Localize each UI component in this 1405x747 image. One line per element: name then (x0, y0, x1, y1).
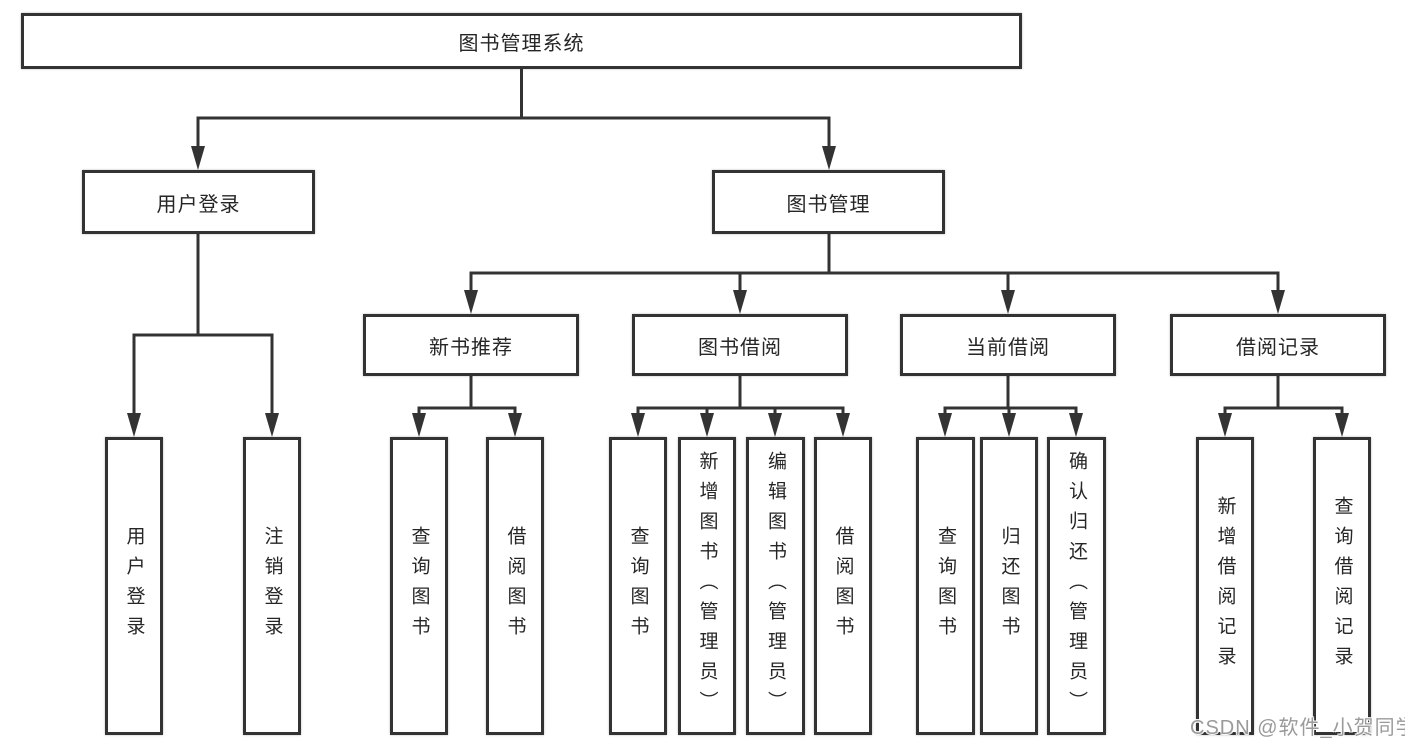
node-label: 借阅图书 (504, 526, 526, 646)
node-leaf-query-book-3: 查询图书 (916, 437, 975, 735)
node-label: 编辑图书（管理员） (765, 451, 786, 721)
node-label: 新增借阅记录 (1214, 496, 1236, 676)
node-leaf-confirm-return-admin: 确认归还（管理员） (1047, 437, 1106, 735)
connector-borrow-records-children (1218, 374, 1349, 437)
node-book-borrow: 图书借阅 (632, 314, 848, 376)
node-leaf-query-borrow-record: 查询借阅记录 (1313, 437, 1371, 735)
node-label: 归还图书 (998, 526, 1020, 646)
connector-current-borrow-children (938, 374, 1083, 437)
node-library-system: 图书管理系统 (21, 13, 1022, 69)
connector-root-to-level1 (191, 65, 836, 170)
node-label: 用户登录 (123, 526, 145, 646)
node-leaf-add-borrow-record: 新增借阅记录 (1196, 437, 1254, 735)
node-label: 图书管理系统 (458, 32, 585, 55)
connector-user-login-children (127, 232, 279, 437)
node-leaf-borrow-book-1: 借阅图书 (486, 437, 544, 735)
node-leaf-query-book-2: 查询图书 (609, 437, 667, 735)
node-leaf-borrow-book-2: 借阅图书 (814, 437, 872, 735)
node-label: 确认归还（管理员） (1066, 451, 1087, 721)
node-leaf-user-login: 用户登录 (105, 437, 163, 735)
node-label: 注销登录 (261, 526, 283, 646)
node-label: 查询借阅记录 (1331, 496, 1353, 676)
node-label: 查询图书 (627, 526, 649, 646)
node-label: 新书推荐 (429, 336, 513, 359)
node-book-management: 图书管理 (712, 170, 945, 234)
node-label: 用户登录 (156, 193, 241, 216)
node-label: 借阅记录 (1236, 336, 1320, 359)
node-label: 查询图书 (935, 526, 956, 646)
connector-book-borrow-children (631, 374, 850, 437)
node-label: 新增图书（管理员） (696, 451, 718, 721)
node-leaf-return-book: 归还图书 (980, 437, 1038, 735)
connector-book-management-children (464, 232, 1285, 314)
connector-new-book-recommend-children (412, 374, 522, 437)
node-label: 借阅图书 (832, 526, 854, 646)
node-leaf-add-book-admin: 新增图书（管理员） (678, 437, 736, 735)
node-leaf-query-book-1: 查询图书 (390, 437, 448, 735)
node-label: 图书借阅 (698, 336, 782, 359)
node-user-login: 用户登录 (82, 170, 315, 234)
node-leaf-edit-book-admin: 编辑图书（管理员） (746, 437, 805, 735)
csdn-watermark: CSDN @软件_小贺同学 (1190, 717, 1405, 739)
node-borrow-records: 借阅记录 (1170, 314, 1386, 376)
node-label: 图书管理 (786, 193, 871, 216)
node-label: 查询图书 (408, 526, 430, 646)
node-leaf-logout: 注销登录 (243, 437, 301, 735)
node-new-book-recommend: 新书推荐 (363, 314, 579, 376)
node-label: 当前借阅 (966, 336, 1050, 359)
node-current-borrow: 当前借阅 (900, 314, 1116, 376)
